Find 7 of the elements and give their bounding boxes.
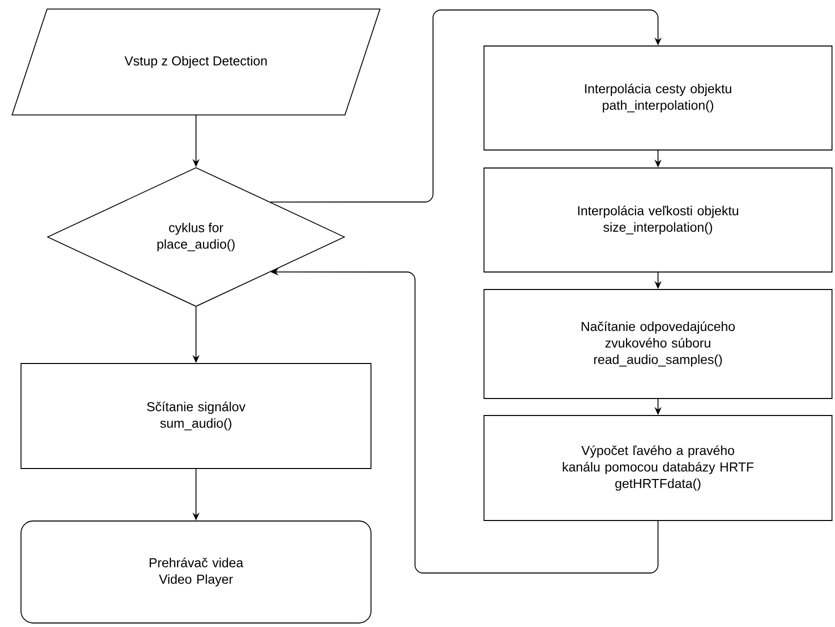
arrow (270, 10, 662, 202)
process-box: Interpolácia veľkosti objektu size_interpolation() (484, 168, 832, 272)
process-box: Načítanie odpovedajúceho zvukového súboru read_audio_samples() (484, 289, 832, 399)
process-box: Interpolácia cesty objektu path_interpolation() (484, 46, 832, 150)
process-box: Výpočet ľavého a pravého kanálu pomocou databázy HRTF getHRTFdata() (484, 415, 832, 521)
process-box: Sčítanie signálov sum_audio() (20, 363, 372, 469)
terminal-box: Prehrávač videa Video Player (20, 520, 372, 624)
